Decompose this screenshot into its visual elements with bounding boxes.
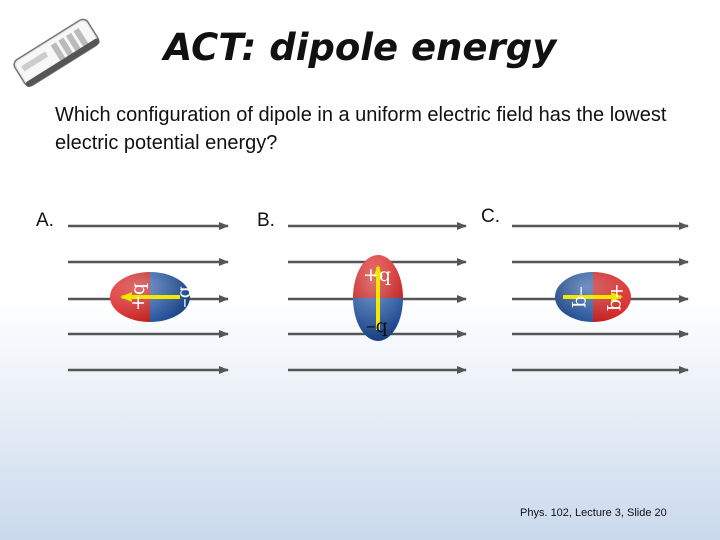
dipole-c-plus-charge: +q	[606, 283, 628, 311]
option-a-label[interactable]: A.	[36, 210, 54, 231]
option-b-label[interactable]: B.	[257, 210, 275, 231]
dipole-b[interactable]: +q –q	[353, 255, 403, 341]
dipole-b-plus-charge: +q	[363, 264, 391, 286]
slide-title: ACT: dipole energy	[163, 26, 557, 69]
clicker-remote-icon	[13, 18, 100, 87]
dipole-a-plus-charge: +q	[127, 283, 149, 311]
dipole-a[interactable]: +q –q	[110, 272, 195, 322]
dipole-b-minus-charge: –q	[366, 315, 388, 337]
dipole-a-minus-charge: –q	[173, 286, 195, 308]
option-c-label[interactable]: C.	[481, 206, 500, 227]
question-text: Which configuration of dipole in a unifo…	[55, 104, 667, 154]
dipole-c-minus-charge: –q	[571, 286, 593, 308]
dipole-c[interactable]: –q +q	[555, 272, 631, 322]
slide-footer: Phys. 102, Lecture 3, Slide 20	[520, 507, 667, 519]
